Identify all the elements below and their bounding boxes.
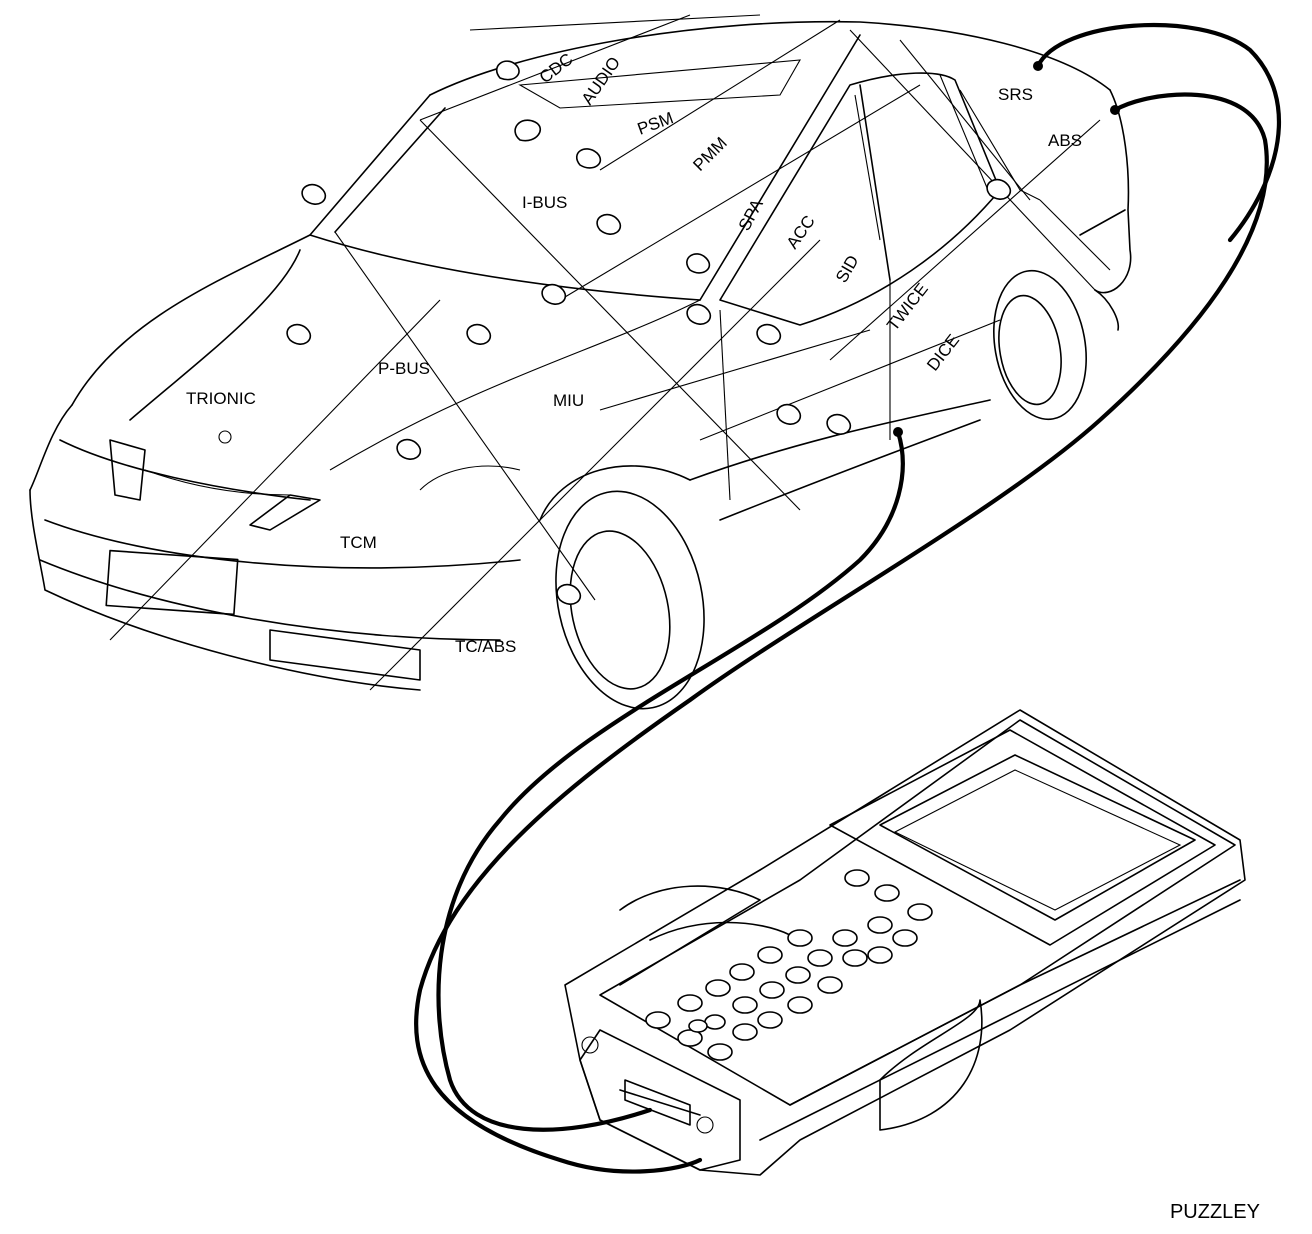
keypad-button[interactable] [704,1014,726,1030]
scan-tool [564,709,1246,1176]
keypad-button[interactable] [842,949,868,967]
label-trionic: TRIONIC [186,389,256,408]
label-abs-rear: ABS [1048,131,1082,150]
label-audio: AUDIO [578,53,624,108]
keypad-button[interactable] [707,1043,733,1061]
keypad-button[interactable] [759,981,785,999]
keypad-button[interactable] [732,996,758,1014]
bus-grid-lines [109,14,1101,691]
puzzle-tabs [286,60,1012,605]
keypad-button[interactable] [688,1019,708,1033]
keypad-button[interactable] [807,949,833,967]
keypad-button[interactable] [732,1023,758,1041]
keypad-button[interactable] [907,903,933,921]
credit-text: PUZZLEY [1169,1201,1260,1223]
label-sid: SID [832,252,863,286]
keypad-button[interactable] [817,976,843,994]
keypad-button[interactable] [705,979,731,997]
label-miu: MIU [553,391,584,410]
keypad-button[interactable] [757,946,783,964]
abs-connector-dot [1110,105,1120,115]
label-srs: SRS [998,85,1033,104]
label-spa: SPA [735,195,767,233]
keypad-button[interactable] [757,1011,783,1029]
keypad-button[interactable] [832,929,858,947]
label-ibus: I-BUS [522,193,567,212]
keypad-button[interactable] [874,884,900,902]
diagnostic-cables [414,22,1281,1174]
keypad-button[interactable] [844,869,870,887]
keypad-button[interactable] [729,963,755,981]
label-pbus: P-BUS [378,359,430,378]
keypad-button[interactable] [645,1011,671,1029]
keypad-button[interactable] [677,1029,703,1047]
keypad-button[interactable] [892,929,918,947]
module-labels: CDC AUDIO PSM PMM I-BUS SPA ACC SID TWIC… [186,49,1082,656]
keypad-button[interactable] [867,916,893,934]
keypad-button[interactable] [867,946,893,964]
label-psm: PSM [635,108,676,138]
srs-connector-dot [1033,61,1043,71]
scan-tool-keypad [645,869,933,1061]
keypad-button[interactable] [677,994,703,1012]
label-tcabs: TC/ABS [455,637,516,656]
keypad-button[interactable] [787,929,813,947]
label-tcm: TCM [340,533,377,552]
dlc-connector-dot [893,427,903,437]
car-outline [29,20,1132,710]
keypad-button[interactable] [785,966,811,984]
keypad-button[interactable] [787,996,813,1014]
label-pmm: PMM [689,133,730,174]
